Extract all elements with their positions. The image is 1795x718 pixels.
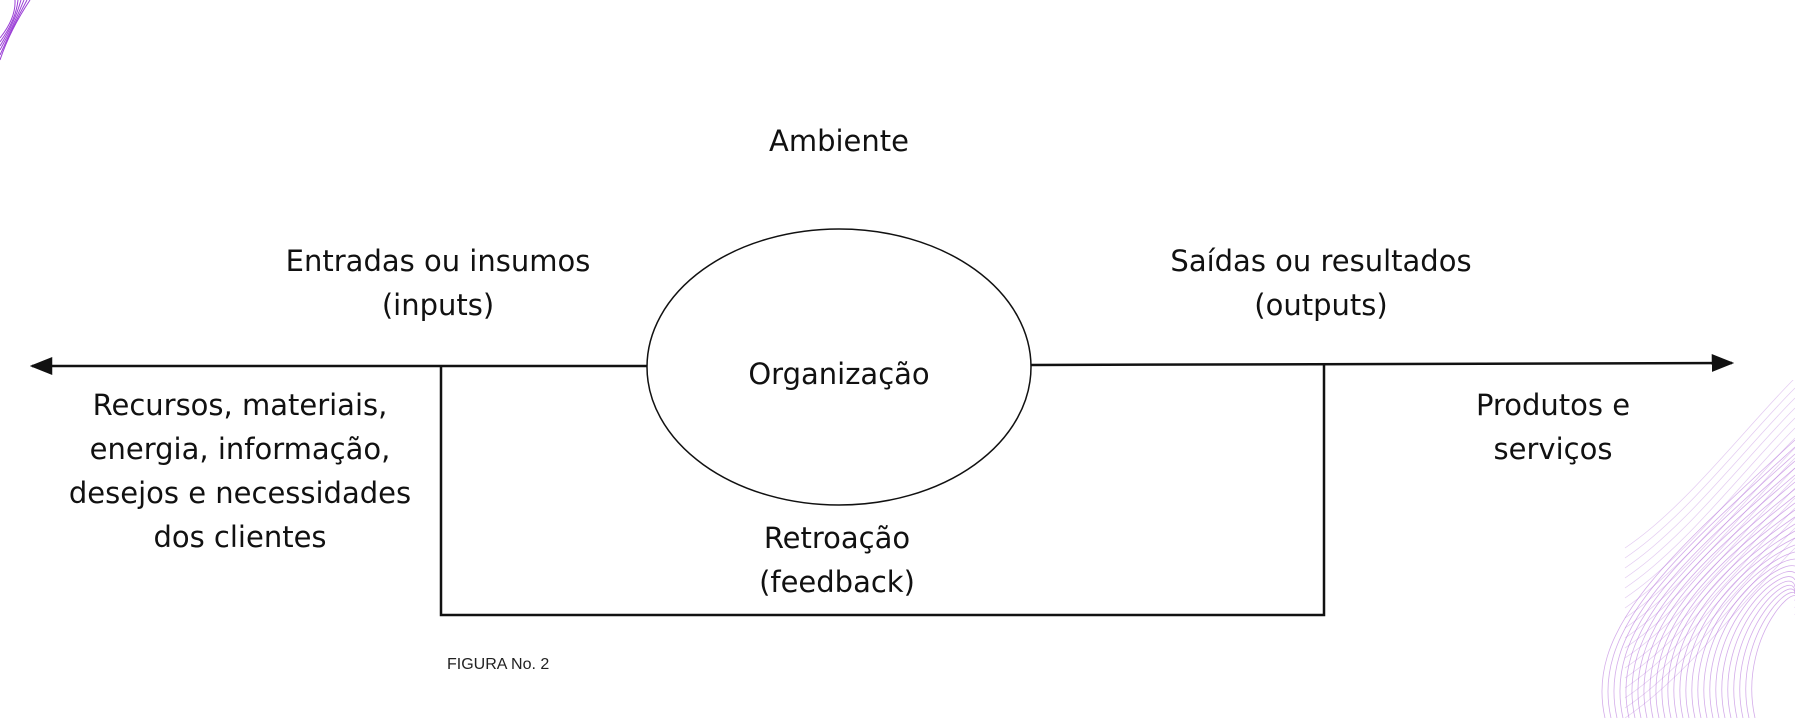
- inputs-detail-line: desejos e necessidades: [68, 476, 412, 510]
- outputs-title-line: (outputs): [1254, 288, 1388, 322]
- feedback-label: Retroação (feedback): [687, 516, 987, 604]
- output-arrow: [1029, 354, 1735, 373]
- organization-ellipse: [646, 228, 1032, 506]
- organization-label: Organização: [748, 357, 930, 391]
- outputs-title-line: Saídas ou resultados: [1170, 244, 1472, 278]
- inputs-title-line: Entradas ou insumos: [285, 244, 591, 278]
- inputs-detail: Recursos, materiais, energia, informação…: [40, 383, 440, 559]
- outputs-detail-line: serviços: [1493, 432, 1613, 466]
- decorative-wave-bottom-right: [1601, 380, 1795, 718]
- outputs-detail: Produtos e serviços: [1413, 383, 1693, 471]
- feedback-loop: [439, 365, 1326, 617]
- environment-label: Ambiente: [769, 124, 909, 158]
- decorative-wave-top-left: [0, 0, 31, 61]
- figure-caption: FIGURA No. 2: [447, 656, 550, 673]
- feedback-label-line: (feedback): [759, 565, 915, 599]
- inputs-detail-line: Recursos, materiais,: [92, 388, 388, 422]
- outputs-detail-line: Produtos e: [1475, 388, 1631, 422]
- outputs-title: Saídas ou resultados (outputs): [1121, 239, 1521, 327]
- inputs-detail-line: dos clientes: [153, 520, 327, 554]
- inputs-title: Entradas ou insumos (inputs): [238, 239, 638, 327]
- inputs-title-line: (inputs): [381, 288, 495, 322]
- feedback-label-line: Retroação: [763, 521, 911, 555]
- inputs-detail-line: energia, informação,: [89, 432, 391, 466]
